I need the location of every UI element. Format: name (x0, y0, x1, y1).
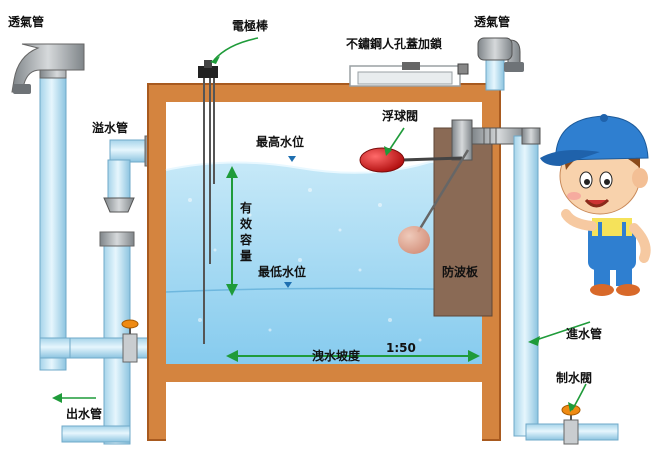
inlet-label: 進水管 (566, 326, 602, 341)
left-vent-pipe (11, 43, 85, 371)
outlet-label: 出水管 (66, 406, 102, 421)
low-level-label: 最低水位 (258, 264, 306, 279)
manhole-label: 不鏽鋼人孔蓋加鎖 (346, 36, 443, 51)
electrode-rod (198, 60, 218, 344)
effective-capacity-label-1: 有 (240, 200, 252, 215)
effective-capacity-label-3: 容 (239, 232, 252, 247)
vent-left-label: 透氣管 (8, 14, 44, 29)
arrowheads (52, 56, 576, 412)
electrode-label: 電極棒 (232, 18, 269, 33)
slope-arrow (226, 350, 480, 362)
inlet-pipe (513, 127, 619, 445)
vent-right-label: 透氣管 (474, 14, 510, 29)
slope-label: 洩水坡度 (312, 348, 361, 363)
effective-capacity-label-4: 量 (240, 249, 252, 263)
outlet-valve-icon (121, 319, 139, 363)
overflow-label: 溢水管 (92, 120, 128, 135)
effective-capacity-label-2: 效 (240, 216, 253, 231)
high-level-marker-icon (288, 156, 296, 162)
baffle-label: 防波板 (442, 264, 479, 279)
low-level-marker-icon (284, 282, 292, 288)
high-level-label: 最高水位 (256, 134, 304, 149)
slope-ratio-label: 1:50 (386, 341, 416, 355)
control-valve-label: 制水閥 (556, 370, 592, 385)
float-valve-label: 浮球閥 (382, 108, 418, 123)
effective-capacity-arrow (226, 166, 238, 296)
right-vent-pipe (477, 37, 524, 91)
manhole-lock-icon (402, 62, 469, 75)
float-valve (359, 119, 527, 254)
cartoon-character (540, 114, 651, 296)
